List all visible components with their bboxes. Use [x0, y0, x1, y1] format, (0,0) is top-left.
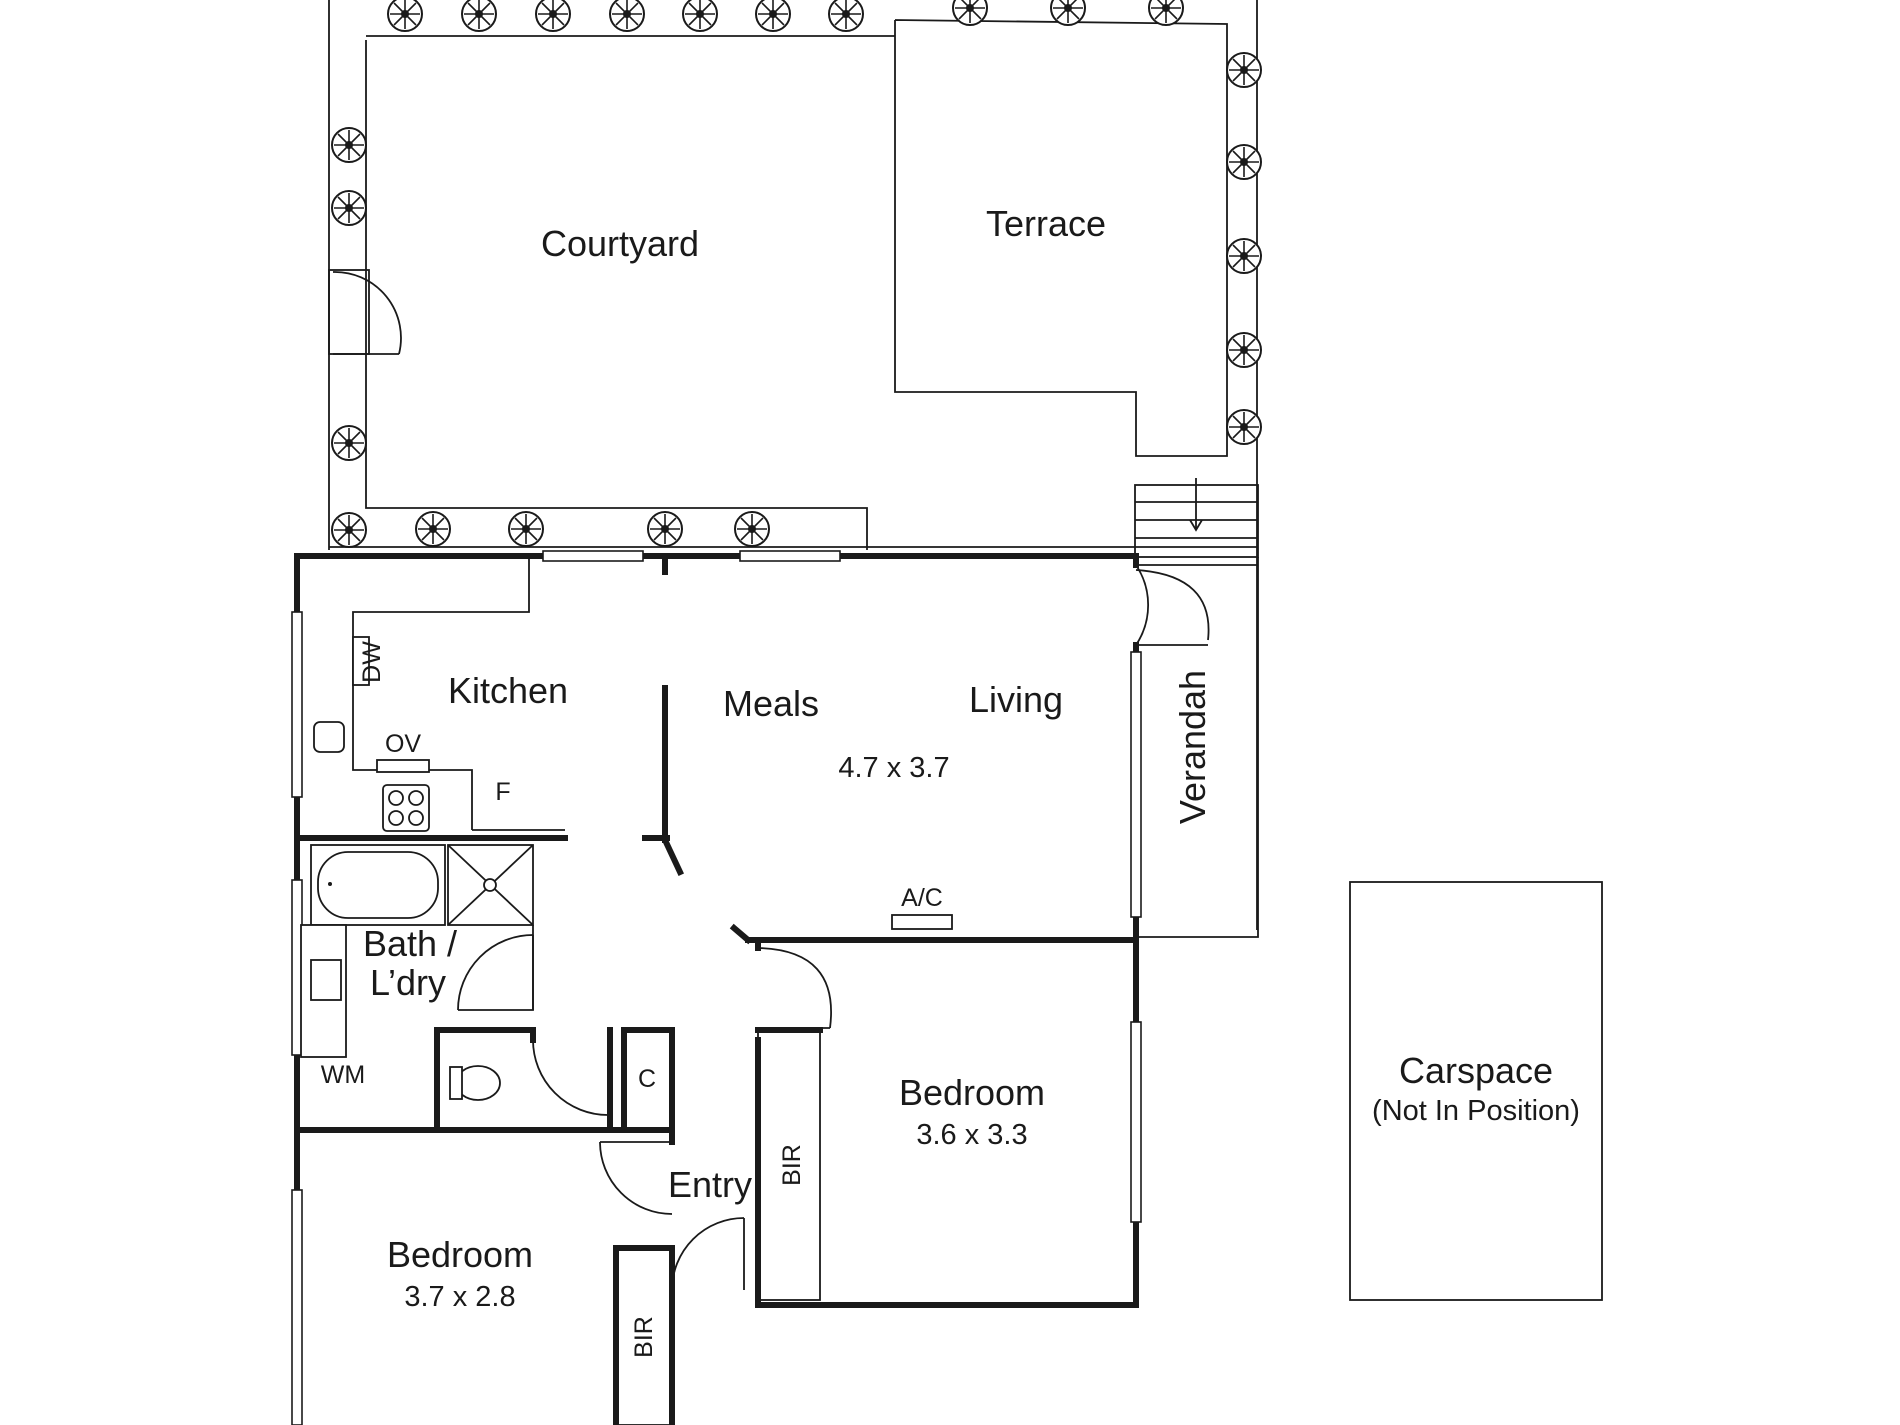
label-cupboard: C — [638, 1065, 656, 1093]
label-bedroom-2: Bedroom — [899, 1072, 1045, 1113]
label-courtyard: Courtyard — [541, 223, 699, 264]
label-dishwasher: DW — [358, 641, 386, 683]
bathroom-fixtures — [300, 844, 534, 1058]
label-bir-bedroom-1: BIR — [630, 1316, 658, 1358]
stairs — [1134, 478, 1259, 558]
label-fridge: F — [495, 778, 510, 806]
label-laundry: L’dry — [370, 962, 446, 1003]
label-bedroom-1-dimensions: 3.7 x 2.8 — [404, 1281, 515, 1313]
shrub-icon — [331, 0, 1262, 548]
doors — [599, 947, 832, 1291]
verandah-door — [1135, 564, 1210, 646]
label-living-dimensions: 4.7 x 3.7 — [838, 752, 949, 784]
label-carspace: Carspace — [1399, 1050, 1553, 1091]
courtyard-outline — [328, 0, 1258, 930]
label-entry: Entry — [668, 1164, 752, 1205]
label-oven: OV — [385, 730, 421, 758]
interior-walls — [642, 553, 761, 945]
label-carspace-note: (Not In Position) — [1372, 1095, 1580, 1127]
label-bir-bedroom-2: BIR — [778, 1144, 806, 1186]
verandah-outline — [1136, 557, 1259, 938]
terrace-outline — [894, 19, 1228, 457]
wardrobes — [615, 1027, 823, 1425]
windows — [291, 550, 1142, 1425]
label-air-con: A/C — [901, 884, 943, 912]
label-bedroom-1: Bedroom — [387, 1234, 533, 1275]
toilet-room — [434, 1027, 675, 1133]
label-terrace: Terrace — [986, 203, 1106, 244]
label-washing-machine: WM — [321, 1061, 365, 1089]
carspace-outline — [1349, 881, 1603, 1301]
label-bedroom-2-dimensions: 3.6 x 3.3 — [916, 1119, 1027, 1151]
label-verandah: Verandah — [1172, 670, 1213, 824]
arrow-down-icon — [1189, 478, 1203, 532]
label-meals: Meals — [723, 683, 819, 724]
kitchen-bench — [313, 556, 565, 832]
label-kitchen: Kitchen — [448, 670, 568, 711]
label-bath: Bath / — [363, 923, 457, 964]
label-living: Living — [969, 679, 1063, 720]
air-conditioner — [891, 914, 953, 930]
